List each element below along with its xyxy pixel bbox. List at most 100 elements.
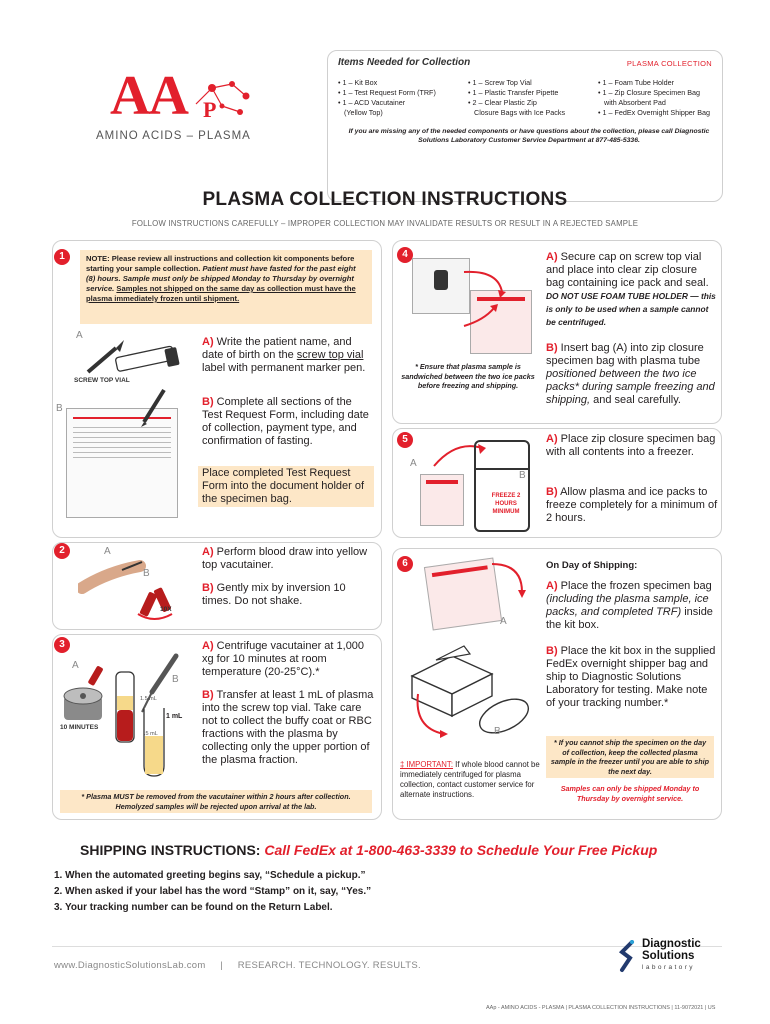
- step-2a-text: A) Perform blood draw into yellow top va…: [202, 546, 372, 572]
- ml-bot: .5 mL: [144, 731, 158, 737]
- list-item: • 1 – Test Request Form (TRF): [338, 88, 436, 97]
- items-note: If you are missing any of the needed com…: [348, 128, 710, 144]
- logo-tagline: AMINO ACIDS – PLASMA: [96, 130, 251, 142]
- specimen-bag-image: [470, 290, 532, 354]
- step-1-number: 1: [54, 249, 70, 265]
- step-text: Write the patient name, and date of birt…: [202, 336, 352, 361]
- list-item: • 1 – Kit Box: [338, 78, 378, 87]
- step-text: Transfer at least 1 mL of plasma into th…: [202, 689, 374, 766]
- frozen-bag-image: [420, 474, 464, 526]
- items-title: Items Needed for Collection: [338, 57, 471, 68]
- step-key: B): [546, 645, 558, 657]
- step-key: A): [202, 546, 214, 558]
- molecule-icon: [195, 81, 250, 115]
- step-1-panel: [52, 240, 382, 538]
- page-subtitle: FOLLOW INSTRUCTIONS CAREFULLY – IMPROPER…: [131, 219, 639, 228]
- shipping-title-bold: SHIPPING INSTRUCTIONS:: [80, 842, 261, 858]
- step-text: Centrifuge vacutainer at 1,000 xg for 10…: [202, 640, 365, 678]
- time-label: 10 MINUTES: [60, 724, 99, 731]
- step-5-panel: [392, 428, 722, 538]
- step-1-label-b: B: [56, 403, 63, 414]
- pen-vial-icon: [86, 340, 180, 374]
- step-6-heading: On Day of Shipping:: [546, 560, 638, 571]
- items-tag: PLASMA COLLECTION: [626, 59, 712, 68]
- step-text-italic: (including the plasma sample, ice packs,…: [546, 593, 709, 618]
- important-key: ‡ IMPORTANT:: [400, 760, 453, 769]
- step-text: Insert bag (A) into zip closure specimen…: [546, 342, 704, 367]
- list-item: (Yellow Top): [344, 108, 383, 117]
- list-item: with Absorbent Pad: [604, 98, 666, 107]
- freeze-label: FREEZE 2 HOURS MINIMUM: [491, 493, 521, 515]
- step-3b-text: B) Transfer at least 1 mL of plasma into…: [202, 689, 378, 767]
- step-5b-text: B) Allow plasma and ice packs to freeze …: [546, 486, 718, 525]
- list-item: • 1 – FedEx Overnight Shipper Bag: [598, 108, 710, 117]
- step-1b-text: B) Complete all sections of the Test Req…: [202, 396, 372, 448]
- note-text: NOTE: Please review all instructions and…: [86, 254, 355, 273]
- step-4-number: 4: [397, 247, 413, 263]
- step-6b-text: B) Place the kit box in the supplied Fed…: [546, 645, 718, 710]
- step-6a-text: A) Place the frozen specimen bag (includ…: [546, 580, 718, 632]
- step-6-label-a: A: [500, 616, 507, 627]
- items-col-1: • 1 – Kit Box • 1 – Test Request Form (T…: [338, 78, 468, 118]
- step-4-ensure: * Ensure that plasma sample is sandwiche…: [401, 362, 535, 390]
- step-text: Gently mix by inversion 10 times. Do not…: [202, 582, 346, 607]
- step-text: Place the kit box in the supplied FedEx …: [546, 645, 716, 709]
- freezer-icon: [474, 440, 530, 532]
- shipping-list: 1. When the automated greeting begins sa…: [54, 868, 371, 916]
- step-2-panel: [52, 542, 382, 630]
- step-6-important: ‡ IMPORTANT: If whole blood cannot be im…: [400, 760, 540, 800]
- step-2b-text: B) Gently mix by inversion 10 times. Do …: [202, 582, 372, 608]
- step-text: Complete all sections of the Test Reques…: [202, 396, 369, 447]
- step-6-label-b: B: [494, 726, 501, 737]
- step-key: B): [546, 342, 558, 354]
- step-1-label-a: A: [76, 330, 83, 341]
- items-needed-box: Items Needed for Collection PLASMA COLLE…: [327, 50, 723, 202]
- step-warn: DO NOT USE FOAM TUBE HOLDER — this is on…: [546, 291, 716, 327]
- step-key: A): [546, 251, 558, 263]
- mix-label: 10X: [160, 606, 172, 613]
- ml-top: 1.5 mL: [140, 696, 157, 702]
- step-text: Perform blood draw into yellow top vacut…: [202, 546, 368, 571]
- step-key: B): [546, 486, 558, 498]
- step-text: Place zip closure specimen bag with all …: [546, 433, 716, 458]
- step-6-monday: Samples can only be shipped Monday to Th…: [560, 784, 700, 803]
- items-col-3: • 1 – Foam Tube Holder • 1 – Zip Closure…: [598, 78, 710, 118]
- footer-tagline: www.DiagnosticSolutionsLab.com | RESEARC…: [54, 960, 421, 971]
- step-key: A): [202, 336, 214, 348]
- list-item: 2. When asked if your label has the word…: [54, 886, 372, 897]
- step-key: A): [546, 580, 558, 592]
- step-text: inside the kit box.: [546, 606, 713, 631]
- logo-sub-letter: P: [203, 97, 217, 122]
- blood-draw-icon: [78, 560, 173, 620]
- arrow-to-box-icon: [491, 563, 526, 598]
- important-text: If whole blood cannot be immediately cen…: [400, 760, 540, 799]
- step-text: label with permanent marker pen.: [202, 362, 366, 374]
- step-text: Place the frozen specimen bag: [560, 580, 712, 592]
- arrow-to-freezer-icon: [433, 444, 486, 467]
- ds-mark-icon: [618, 940, 634, 972]
- brand-name-1: Diagnostic: [642, 938, 701, 950]
- note-text-underline: Samples not shipped on the same day as c…: [86, 284, 356, 303]
- step-text: Secure cap on screw top vial and place i…: [546, 251, 709, 289]
- step-3-label-b: B: [172, 674, 179, 685]
- arrow-icon: [463, 270, 506, 327]
- pen-icon: [141, 388, 166, 427]
- step-3-panel: [52, 634, 382, 820]
- step-1-place-text: Place completed Test Request Form into t…: [198, 466, 374, 507]
- list-item: • 1 – ACD Vacutainer: [338, 98, 406, 107]
- box-and-bag-icon: [410, 645, 529, 738]
- list-item: • 1 – Foam Tube Holder: [598, 78, 675, 87]
- step-2-number: 2: [54, 543, 70, 559]
- list-item: • 1 – Plastic Transfer Pipette: [468, 88, 559, 97]
- list-item: • 1 – Zip Closure Specimen Bag: [598, 88, 700, 97]
- footer-doc-id: AAp - AMINO ACIDS - PLASMA | PLASMA COLL…: [486, 1005, 716, 1011]
- step-4a-text: A) Secure cap on screw top vial and plac…: [546, 251, 718, 329]
- brand-name-2: Solutions: [642, 950, 695, 962]
- list-item: Closure Bags with Ice Packs: [474, 108, 566, 117]
- ml-mid: 1 mL: [166, 713, 183, 720]
- step-text-italic: positioned between the two ice packs* du…: [546, 368, 715, 406]
- step-key: B): [202, 396, 214, 408]
- trf-form-image: [66, 408, 178, 518]
- centrifuge-icon: [63, 687, 103, 720]
- step-3-footnote: * Plasma MUST be removed from the vacuta…: [60, 790, 372, 813]
